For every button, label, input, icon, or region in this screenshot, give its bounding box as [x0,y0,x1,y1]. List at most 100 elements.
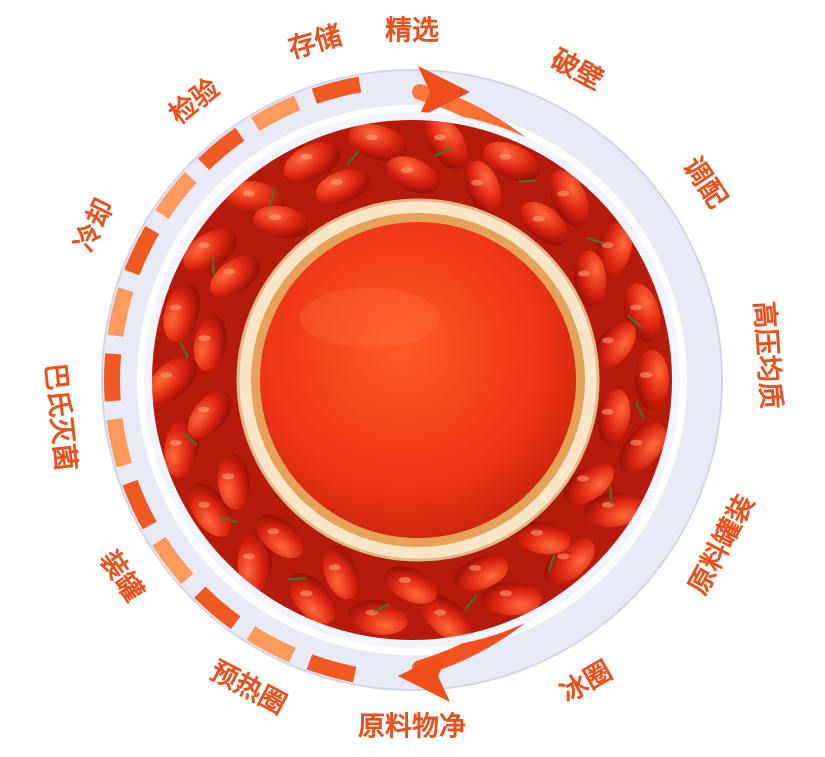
outer-ring-edge [101,69,723,691]
arc-segment [306,654,357,683]
goji-berry [284,141,341,182]
berry-stem [182,432,198,446]
goji-berry [210,255,260,298]
step-label: 巴氏灭菌 [39,362,81,473]
goji-berry [163,283,201,342]
berry-highlight [601,408,614,415]
arc-segment [107,287,134,337]
arc-segment [198,127,245,171]
goji-berry [217,453,251,510]
step-label: 破壁 [546,44,608,97]
berry-highlight [269,214,282,221]
berry-highlight [198,335,211,342]
goji-berry [288,572,336,624]
berry-highlight [577,475,589,482]
berry-highlight [434,134,447,141]
berry-highlight [198,501,211,508]
step-label: 精选 [385,16,439,47]
juice-surface [260,222,576,538]
step-label: 冷却 [69,194,121,256]
berry-highlight [578,270,591,277]
step-label: 冰圈 [555,655,617,709]
goji-berry [183,228,238,272]
step-label: 调配 [677,152,733,214]
berry-highlight [221,473,234,480]
berry-stem [518,179,537,183]
bottom-arrow-head [398,650,450,702]
berry-stem [464,594,478,610]
goji-berry [188,390,232,439]
goji-berry [481,581,542,616]
goji-berry [618,422,666,473]
berry-highlight [469,565,482,571]
goji-berry [150,356,198,404]
berry-stem [346,150,360,166]
goji-berry [253,205,309,239]
arc-segment [311,76,362,104]
berry-stem [268,188,277,207]
berry-stem [211,255,215,274]
berry-highlight [300,153,313,160]
goji-berry [323,545,359,600]
berry-highlight [471,179,484,186]
berry-highlight [197,406,210,413]
goji-berry [635,350,669,410]
goji-berry [315,169,370,205]
berry-highlight [365,134,378,141]
berry-stem [179,341,189,358]
step-label: 高压均质 [748,300,787,410]
berry-highlight [198,242,211,249]
berry-highlight [557,553,570,560]
berry-stem [547,553,556,572]
goji-berry [515,521,571,555]
goji-berry [595,221,633,280]
berry-highlight [169,304,182,311]
berry-highlight [398,577,411,583]
goji-berry [573,250,607,307]
arc-segment [106,418,133,468]
berry-highlight [532,215,545,222]
berry-highlight [223,268,235,275]
berry-highlight [499,590,512,597]
berry-highlight [330,179,343,185]
berry-highlight [160,372,172,378]
step-label: 预热圈 [205,655,291,720]
goji-berry [483,141,540,182]
berry-stem [635,402,645,419]
step-label: 原料物净 [358,712,466,743]
goji-berry [193,315,227,371]
berry-stem [434,147,451,157]
berry-stem [609,486,613,505]
arc-segment [122,479,157,530]
berry-highlight [328,564,341,571]
juice-highlight [300,288,440,348]
goji-berry [188,482,232,537]
goji-berry [543,537,595,585]
berry-highlight [267,528,280,535]
berry-stem [220,515,239,524]
goji-berry [384,566,438,604]
goji-berry [564,462,614,505]
step-label: 检验 [163,72,225,130]
berry-highlight [640,372,652,378]
arc-segment [251,95,301,132]
berry-stem [373,603,390,613]
arc-segment [246,626,296,663]
goji-berry [597,389,631,445]
berry-highlight [242,553,255,560]
berry-highlight [557,190,570,197]
berry-highlight [630,439,643,446]
arc-segment [194,586,241,630]
berry-stem [626,314,642,328]
berry-highlight [169,439,182,446]
goji-berry [549,170,589,227]
arc-segment [124,226,160,276]
step-label: 装罐 [93,545,150,608]
berry-highlight [601,242,614,249]
goji-berry [584,492,644,528]
goji-berry [348,123,407,161]
arc-segment [104,353,122,402]
berry-stem [287,577,306,581]
berry-stem [585,236,604,245]
